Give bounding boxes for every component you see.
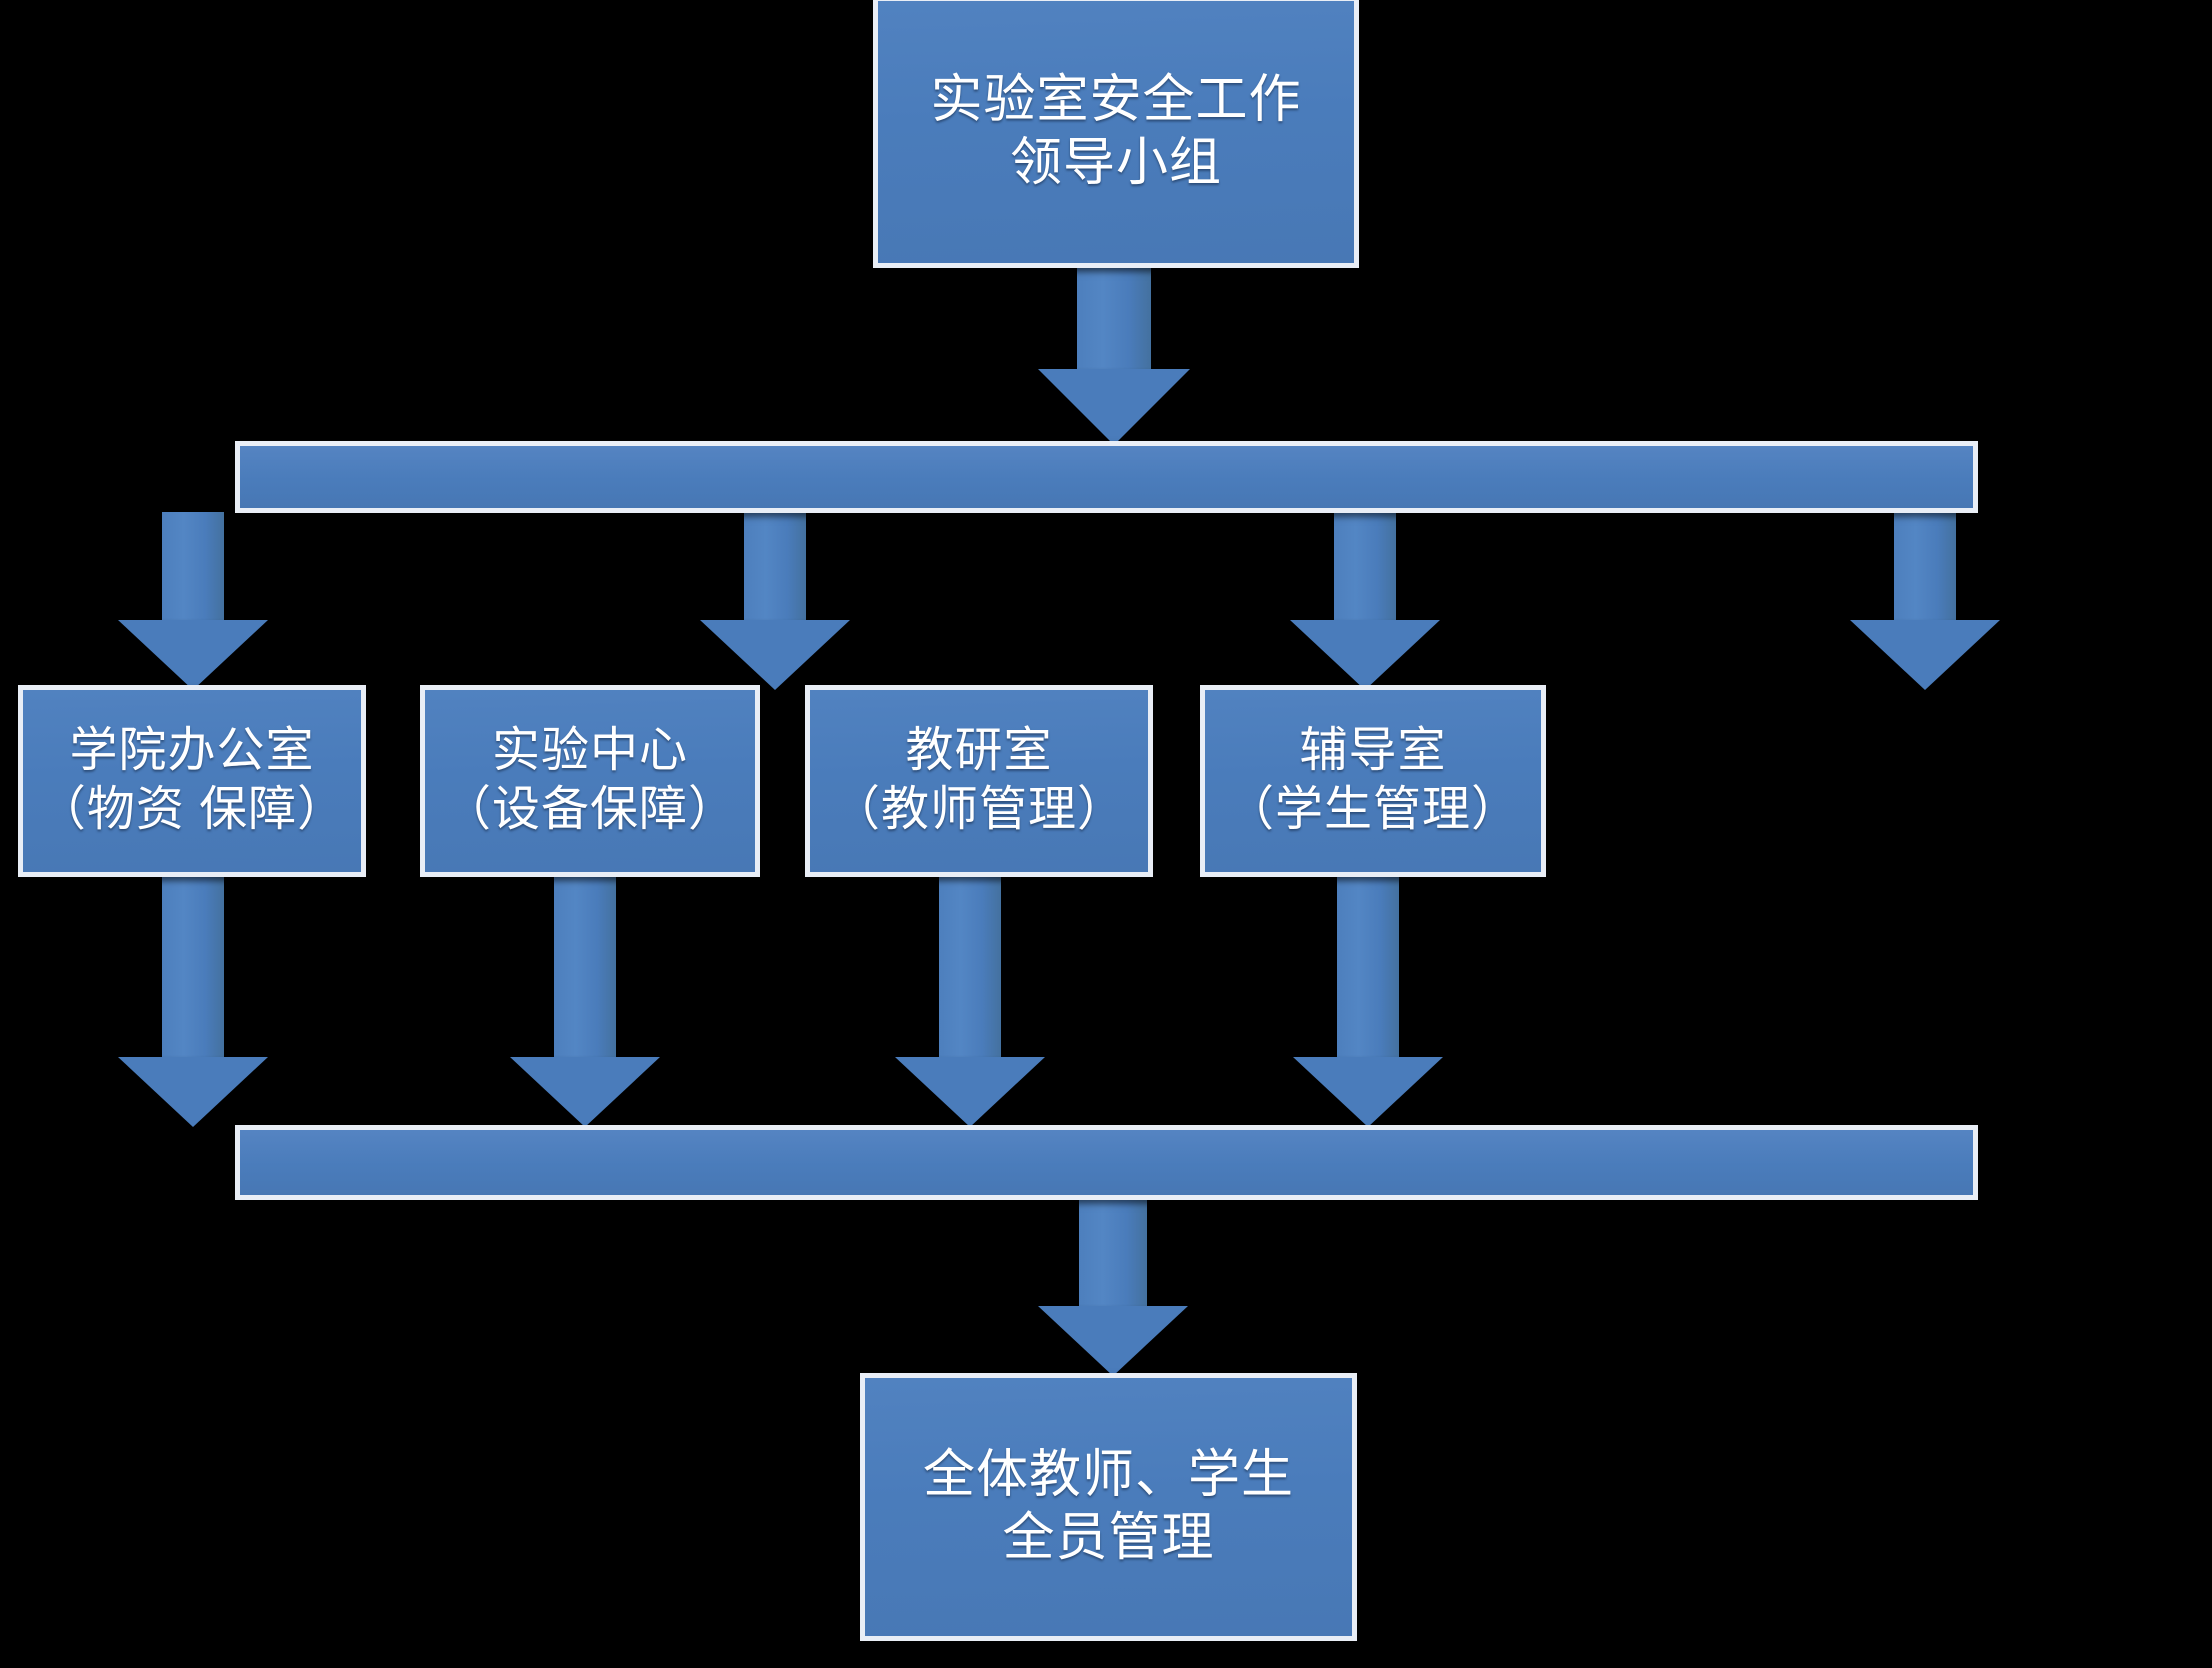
arrow-shaft [1337,877,1399,1057]
arrow-shaft [162,877,224,1057]
arrow-head [1038,369,1190,445]
node-counseling-office[interactable]: 辅导室 （学生管理） [1200,685,1546,877]
arrow-shaft [554,877,616,1057]
arrow-counseling-office-to-bar [1293,877,1443,1127]
arrow-bar-to-lab-center [700,512,850,690]
node-lab-center[interactable]: 实验中心 （设备保障） [420,685,760,877]
arrow-head [1850,620,2000,690]
arrow-head [118,620,268,690]
arrow-head [1293,1057,1443,1127]
node-lab-center-label: 实验中心 （设备保障） [442,724,737,836]
arrow-shaft [1079,1200,1147,1308]
node-counseling-office-label: 辅导室 （学生管理） [1225,724,1520,836]
arrow-teaching-office-to-bar [895,877,1045,1127]
arrow-lab-center-to-bar [510,877,660,1127]
node-leadership-group[interactable]: 实验室安全工作 领导小组 [873,0,1359,268]
arrow-shaft [939,877,1001,1057]
arrow-bar-to-office [118,512,268,690]
arrow-head [118,1057,268,1127]
arrow-head [510,1057,660,1127]
arrow-shaft [744,512,806,622]
arrow-office-to-bar [118,877,268,1127]
arrow-head [895,1057,1045,1127]
arrow-shaft [162,512,224,622]
arrow-bar-to-counseling-office [1850,512,2000,690]
node-college-office[interactable]: 学院办公室 （物资 保障） [18,685,366,877]
arrow-head [1038,1306,1188,1376]
node-all-staff-students[interactable]: 全体教师、学生 全员管理 [860,1373,1357,1641]
arrow-head [700,620,850,690]
arrow-bar-to-teaching-office [1290,512,1440,690]
arrow-bar-to-bottom [1038,1200,1188,1376]
arrow-shaft [1894,512,1956,622]
distribution-bar-upper[interactable] [235,441,1978,513]
node-teaching-office[interactable]: 教研室 （教师管理） [805,685,1153,877]
distribution-bar-lower[interactable] [235,1125,1978,1200]
node-leadership-group-label: 实验室安全工作 领导小组 [930,70,1302,192]
arrow-head [1290,620,1440,690]
node-college-office-label: 学院办公室 （物资 保障） [37,724,347,836]
node-teaching-office-label: 教研室 （教师管理） [831,724,1126,836]
node-all-staff-students-label: 全体教师、学生 全员管理 [922,1445,1294,1567]
arrow-shaft [1334,512,1396,622]
